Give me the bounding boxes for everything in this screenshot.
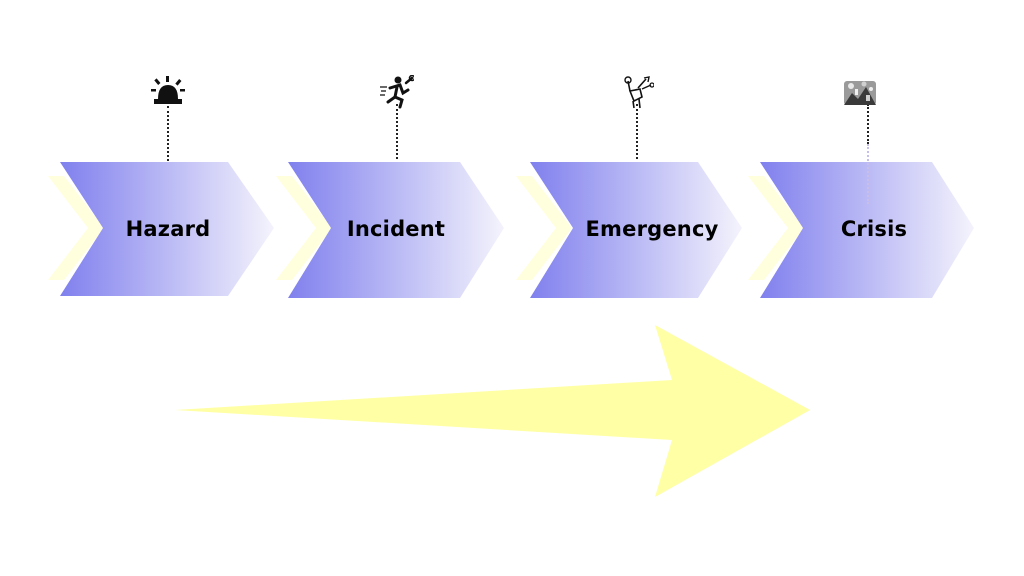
running-person-wrench-icon (378, 75, 414, 109)
disaster-scene-icon (842, 75, 878, 109)
step-chevron (48, 162, 274, 296)
step-chevron (748, 162, 974, 298)
connector-crisis-faded (867, 144, 869, 204)
step-label: Emergency (585, 217, 719, 241)
step-chevron (516, 162, 742, 298)
connector-incident (396, 104, 398, 159)
step-label: Incident (346, 217, 446, 241)
step-crisis: Crisis (748, 0, 978, 576)
raised-fist-tools-icon (618, 75, 654, 109)
connector-crisis (867, 104, 869, 144)
step-hazard: Hazard (48, 0, 278, 576)
step-emergency: Emergency (516, 0, 746, 576)
step-label: Hazard (125, 217, 211, 241)
connector-hazard (167, 106, 169, 161)
connector-emergency (636, 104, 638, 159)
step-incident: Incident (276, 0, 506, 576)
siren-icon (150, 75, 186, 109)
step-label: Crisis (840, 217, 908, 241)
step-chevron (276, 162, 504, 298)
